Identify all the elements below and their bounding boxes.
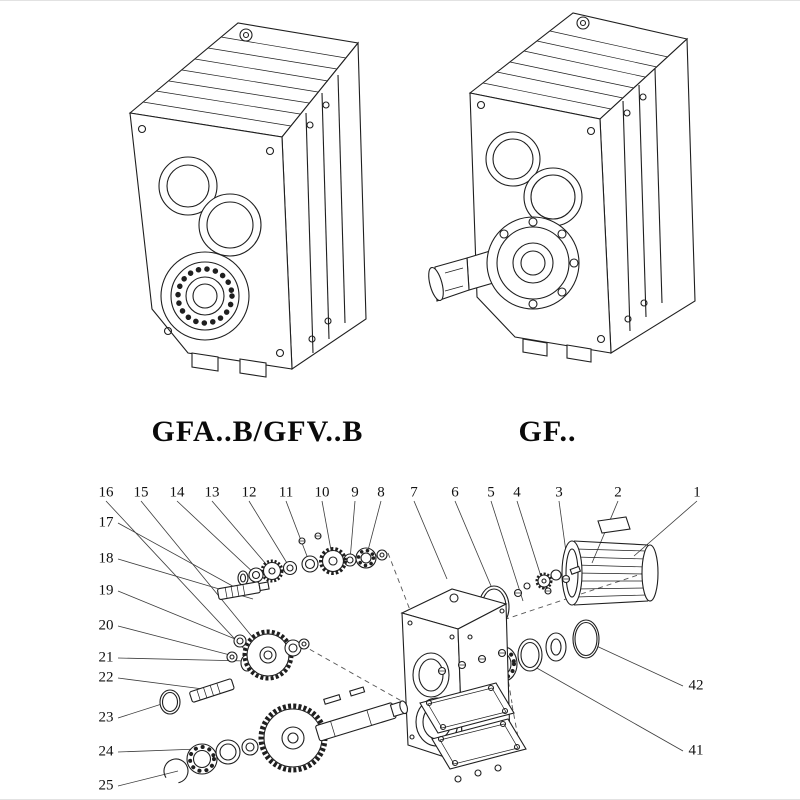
model-label-gfab-gfvb: GFA..B/GFV..B xyxy=(151,415,364,448)
gearbox-figure-gf xyxy=(415,1,710,406)
input-bores xyxy=(158,156,262,257)
callout-number-6: 6 xyxy=(451,484,459,501)
side-clamp-rails xyxy=(622,68,663,332)
callout-number-3: 3 xyxy=(555,484,563,501)
callout-number-11: 11 xyxy=(278,484,294,501)
intermediate-gear-train xyxy=(226,629,310,681)
callout-number-42: 42 xyxy=(688,677,704,694)
callout-number-5: 5 xyxy=(487,484,495,501)
callout-number-15: 15 xyxy=(133,484,149,501)
callout-number-25: 25 xyxy=(98,777,114,794)
input-shaft-train xyxy=(217,532,388,600)
gearbox-isometric-right-drawing xyxy=(428,12,696,363)
callout-number-17: 17 xyxy=(98,514,114,531)
callout-number-10: 10 xyxy=(314,484,330,501)
mounting-feet xyxy=(522,338,592,363)
output-shaft-train xyxy=(159,678,409,784)
cooling-ribs xyxy=(482,30,669,110)
callout-number-21: 21 xyxy=(98,649,114,666)
callout-number-12: 12 xyxy=(241,484,257,501)
callout-number-16: 16 xyxy=(98,484,114,501)
callout-number-7: 7 xyxy=(410,484,418,501)
exploded-view-drawing xyxy=(105,500,698,787)
callout-number-9: 9 xyxy=(351,484,359,501)
callout-number-20: 20 xyxy=(98,617,114,634)
callout-number-1: 1 xyxy=(693,484,701,501)
mounting-feet xyxy=(191,352,267,378)
output-flange xyxy=(486,216,580,310)
output-bearing xyxy=(160,251,250,341)
gearbox-isometric-left-drawing xyxy=(128,22,367,378)
corner-screws xyxy=(137,28,285,358)
callout-leader-lines xyxy=(105,500,698,787)
side-clamp-rails xyxy=(305,74,346,354)
model-label-gf: GF.. xyxy=(518,415,577,448)
gasket-cover-and-bolts xyxy=(419,648,527,783)
callout-number-4: 4 xyxy=(513,484,521,501)
motor xyxy=(561,516,659,606)
callout-number-22: 22 xyxy=(98,669,114,686)
callout-number-2: 2 xyxy=(614,484,622,501)
motor-pinion-and-fasteners xyxy=(513,565,582,598)
exploded-parts-diagram: 16 15 14 13 12 11 10 9 8 7 6 5 4 3 2 1 1… xyxy=(0,471,800,799)
callout-number-18: 18 xyxy=(98,550,114,567)
callout-number-23: 23 xyxy=(98,709,114,726)
callout-number-24: 24 xyxy=(98,743,114,760)
callout-number-13: 13 xyxy=(204,484,220,501)
callout-number-41: 41 xyxy=(688,742,704,759)
cooling-ribs xyxy=(142,36,347,127)
corner-screws xyxy=(476,16,606,344)
callout-number-14: 14 xyxy=(169,484,185,501)
callout-number-19: 19 xyxy=(98,582,114,599)
callout-number-8: 8 xyxy=(377,484,385,501)
gearbox-figure-gfab xyxy=(100,1,400,406)
input-bores xyxy=(485,131,583,227)
